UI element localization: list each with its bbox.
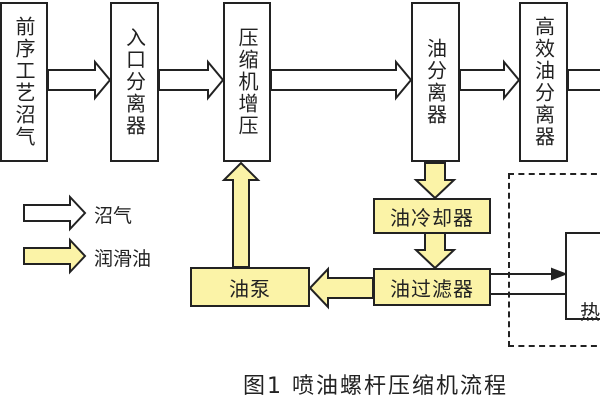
oil-arrow-separator-to-cooler [413, 162, 457, 200]
inlet-separator-box: 入口分离器 [110, 2, 159, 162]
heat-exchanger-label: 热 [580, 300, 600, 324]
legend-gas-arrow [23, 194, 87, 232]
oil-filter-box: 油过滤器 [373, 268, 491, 306]
gas-arrow-3 [270, 59, 413, 101]
oil-separator-label: 油分离器 [423, 38, 448, 126]
legend-lube-oil-label: 润滑油 [94, 248, 152, 270]
gas-arrow-4 [459, 59, 521, 101]
filter-to-heat-arrowhead [551, 267, 568, 281]
oil-arrow-pump-to-compressor [221, 161, 261, 268]
gas-arrow-1 [47, 59, 112, 101]
oil-cooler-box: 油冷却器 [373, 198, 491, 234]
inlet-separator-label: 入口分离器 [122, 27, 147, 137]
compressor-boost-label: 压缩机增压 [235, 27, 259, 137]
legend-biogas-label: 沼气 [94, 205, 133, 227]
heat-exchanger-box [565, 232, 600, 320]
oil-arrow-cooler-to-filter [413, 232, 457, 270]
figure-caption: 图1 喷油螺杆压缩机流程 [243, 374, 508, 399]
oil-separator-box: 油分离器 [411, 2, 460, 162]
oil-filter-label: 油过滤器 [390, 276, 474, 301]
oil-pump-box: 油泵 [190, 267, 310, 307]
hp-oil-separator-box: 高效油分离器 [519, 2, 568, 162]
legend-oil-arrow [23, 237, 87, 275]
heat-exchange-dashed-region [508, 173, 600, 347]
compressor-boost-box: 压缩机增压 [223, 2, 271, 162]
gas-arrow-2 [158, 59, 225, 101]
hp-oil-separator-label: 高效油分离器 [531, 16, 556, 148]
oil-arrow-filter-to-pump [308, 266, 374, 310]
raw-biogas-label: 前序工艺沼气 [12, 16, 36, 148]
gas-arrow-5 [567, 69, 600, 91]
raw-biogas-box: 前序工艺沼气 [0, 2, 48, 162]
oil-cooler-label: 油冷却器 [390, 205, 474, 230]
oil-pump-label: 油泵 [229, 276, 271, 301]
